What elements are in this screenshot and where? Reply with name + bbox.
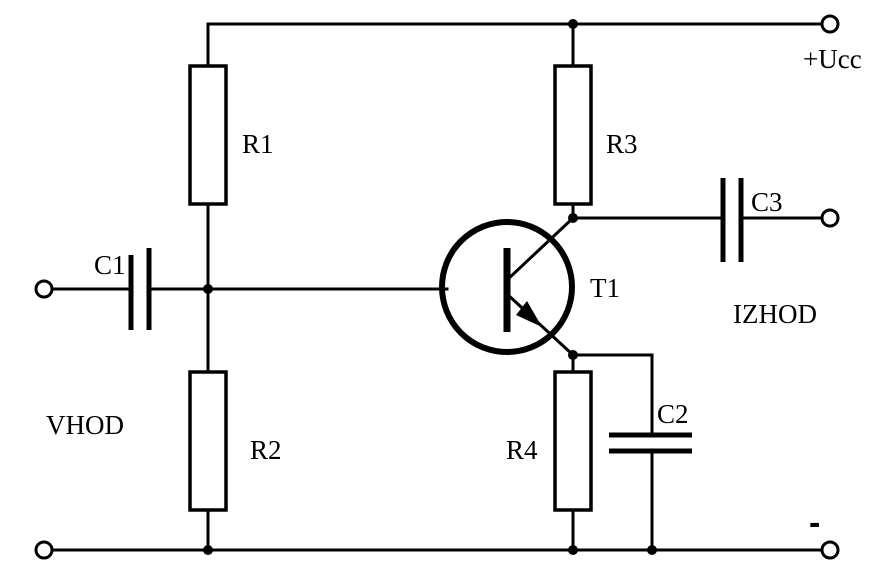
resistor-r1 — [188, 64, 228, 206]
label-c1: C1 — [94, 250, 126, 280]
label-c2: C2 — [657, 399, 689, 429]
label-r2: R2 — [250, 435, 282, 465]
label-supply-positive: +Ucc — [803, 44, 862, 74]
label-r1: R1 — [242, 129, 274, 159]
label-t1: T1 — [590, 273, 620, 303]
emitter-arrow-icon — [516, 301, 542, 327]
transistor-t1 — [439, 215, 576, 358]
capacitor-c1 — [128, 248, 152, 330]
resistor-r3 — [553, 64, 593, 206]
label-r3: R3 — [606, 129, 638, 159]
terminal-output — [820, 208, 840, 228]
label-c3: C3 — [751, 187, 783, 217]
terminal-input-ground — [34, 540, 54, 560]
supply-rail — [206, 22, 832, 68]
label-supply-negative: - — [809, 504, 820, 542]
capacitor-c3 — [720, 178, 744, 262]
resistor-r2 — [188, 370, 228, 512]
terminal-input — [34, 279, 54, 299]
capacitor-c2 — [609, 432, 692, 454]
terminal-supply-positive — [820, 14, 840, 34]
label-input: VHOD — [46, 410, 124, 440]
terminal-supply-negative — [820, 540, 840, 560]
label-r4: R4 — [506, 435, 538, 465]
label-output: IZHOD — [733, 299, 817, 329]
resistor-r4 — [553, 370, 593, 512]
junction-dots — [203, 19, 657, 555]
